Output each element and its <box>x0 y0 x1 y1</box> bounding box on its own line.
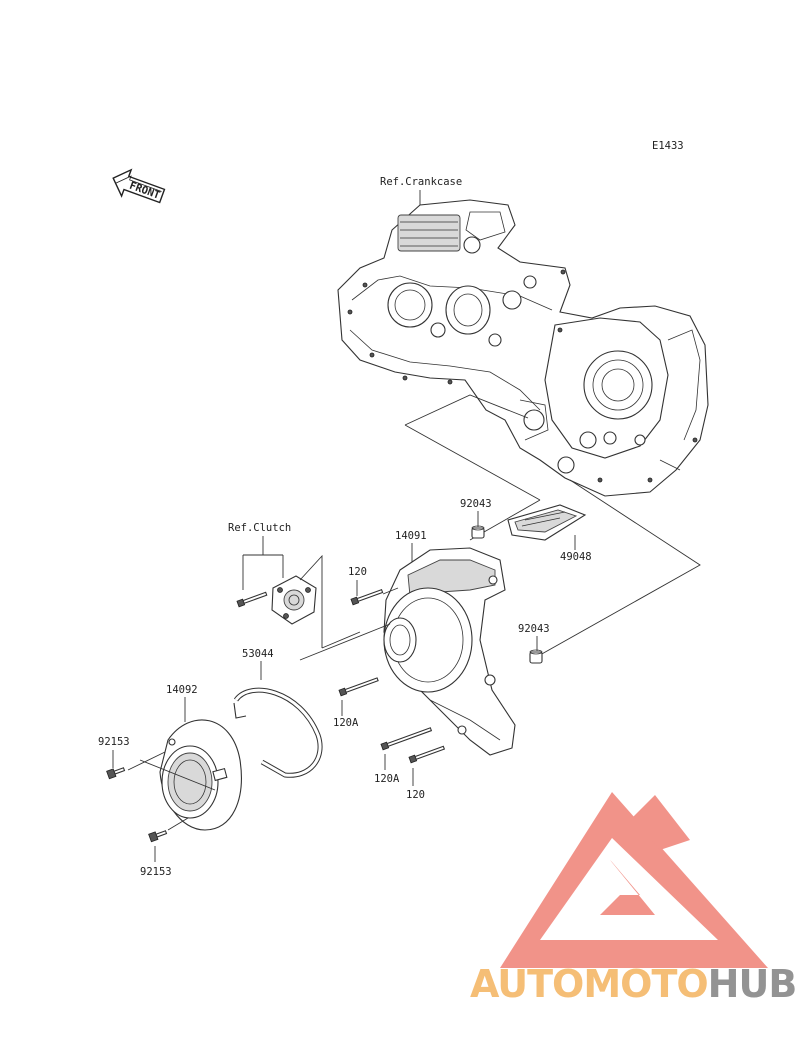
part-92043-top: 92043 <box>460 498 492 510</box>
part-120-low: 120 <box>406 789 425 801</box>
part-14091: 14091 <box>395 530 427 542</box>
part-53044: 53044 <box>242 648 274 660</box>
dowel-pin-right <box>529 649 543 664</box>
part-49048: 49048 <box>560 551 592 563</box>
watermark-text-hub: HUB <box>708 962 797 1006</box>
part-92153-top: 92153 <box>98 736 130 748</box>
part-120A-mid: 120A <box>333 717 359 729</box>
part-92043-right: 92043 <box>518 623 550 635</box>
crankcase <box>337 199 709 497</box>
bolt-120A-low <box>380 727 433 751</box>
bolt-120-top <box>350 588 384 606</box>
diagram-code: E1433 <box>652 140 684 152</box>
watermark-logo: AUTOMOTOHUB <box>470 792 797 1006</box>
part-14092: 14092 <box>166 684 198 696</box>
front-arrow-icon: FRONT <box>112 168 166 204</box>
watermark-text-automoto: AUTOMOTO <box>470 962 708 1006</box>
spring-clip-53044 <box>233 687 323 778</box>
bolt-120A-mid <box>338 677 379 697</box>
svg-text:AUTOMOTOHUB: AUTOMOTOHUB <box>470 962 796 1006</box>
ref-crankcase-label: Ref.Crankcase <box>380 176 462 188</box>
screw-92153-bottom <box>148 830 168 843</box>
dowel-pin-top <box>471 525 485 539</box>
part-120-top: 120 <box>348 566 367 578</box>
part-49048-body <box>507 504 587 541</box>
clutch-cylinder <box>271 575 317 625</box>
bolt-120-low <box>408 745 446 764</box>
cover-14091 <box>383 547 516 756</box>
cover-14092 <box>159 719 242 831</box>
clutch-bolt <box>236 591 268 608</box>
ref-clutch-label: Ref.Clutch <box>228 522 291 534</box>
screw-92153-top <box>106 767 126 780</box>
part-120A-low: 120A <box>374 773 400 785</box>
part-92153-bottom: 92153 <box>140 866 172 878</box>
